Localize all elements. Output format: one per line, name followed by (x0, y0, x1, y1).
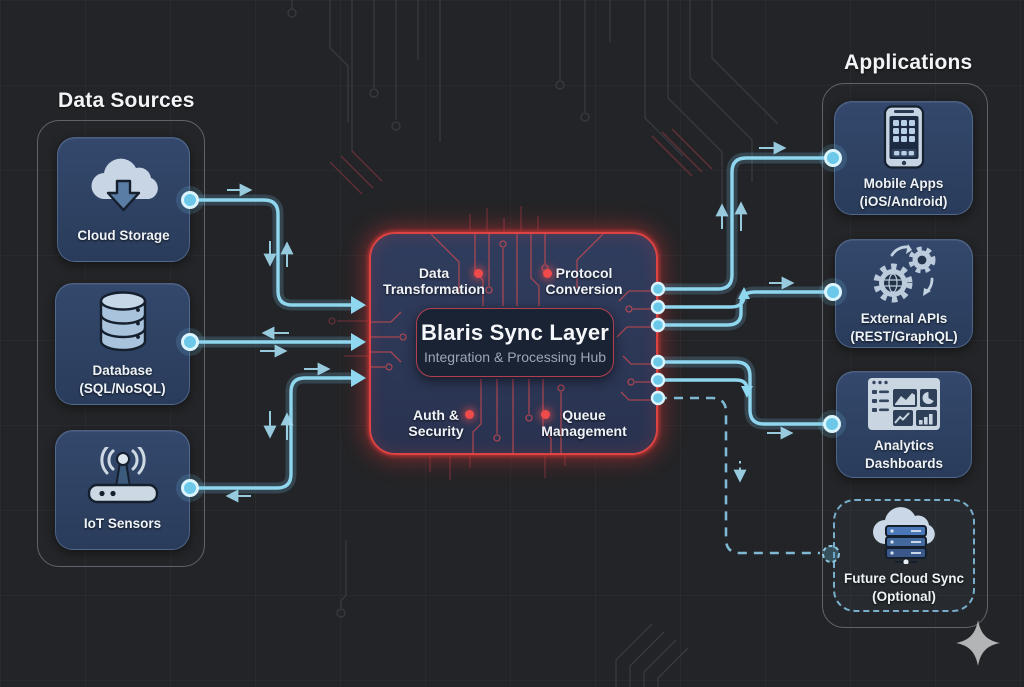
hub-title: Blaris Sync Layer (420, 320, 610, 345)
feature-queue-management: Queue Management (541, 407, 627, 439)
edge-hub-merge-up (656, 296, 746, 309)
sparkle-icon (956, 620, 1000, 666)
edge-hub-merge-down (656, 378, 749, 390)
feature-data-transformation: Data Transformation (383, 265, 485, 297)
feature-red-dot (542, 268, 552, 278)
smartphone-icon (883, 105, 925, 169)
database-icon (93, 290, 153, 356)
iot-router-icon (80, 447, 166, 509)
node-analytics-dashboards: Analytics Dashboards (836, 371, 972, 478)
analytics-dashboard-icon (867, 377, 941, 431)
node-label: Analytics (873, 437, 935, 453)
hub-title-card: Blaris Sync Layer Integration & Processi… (416, 308, 614, 377)
node-iot-sensors: IoT Sensors (55, 430, 190, 550)
node-sublabel: Dashboards (864, 455, 944, 471)
feature-red-dot (473, 268, 483, 278)
applications-container (822, 83, 988, 628)
applications-title: Applications (844, 51, 973, 74)
hub-blaris-sync-layer: Data Transformation Protocol Conversion … (369, 232, 658, 455)
edge-hub-to-apis (656, 290, 827, 327)
node-cloud-storage: Cloud Storage (57, 137, 190, 262)
node-sublabel: (SQL/NoSQL) (79, 381, 166, 396)
feature-protocol-conversion: Protocol Conversion (545, 265, 623, 297)
edge-hub-to-future-dashed (658, 396, 820, 555)
edge-hub-to-analytics (656, 360, 826, 426)
node-sublabel: (Optional) (872, 588, 936, 604)
node-label: Mobile Apps (863, 176, 944, 192)
edge-cloud-to-hub (188, 198, 353, 307)
node-label: Database (92, 363, 153, 379)
node-sublabel: (REST/GraphQL) (850, 328, 958, 344)
gears-sync-icon (865, 242, 943, 304)
hub-subtitle: Integration & Processing Hub (423, 349, 607, 365)
edge-iot-to-hub (188, 376, 353, 490)
cloud-server-icon (865, 506, 943, 564)
node-sublabel: (iOS/Android) (859, 194, 948, 209)
feature-red-dot (540, 409, 550, 419)
node-future-cloud-sync: Future Cloud Sync (Optional) (833, 499, 975, 612)
feature-red-dot (464, 409, 474, 419)
node-label: External APIs (860, 310, 948, 326)
node-label: Cloud Storage (77, 227, 170, 243)
cloud-download-icon (85, 155, 163, 221)
data-sources-title: Data Sources (58, 89, 195, 112)
edge-hub-to-mobile (656, 156, 827, 291)
node-label: IoT Sensors (83, 516, 162, 532)
node-label: Future Cloud Sync (843, 570, 964, 586)
node-database: Database (SQL/NoSQL) (55, 283, 190, 405)
node-mobile-apps: Mobile Apps (iOS/Android) (834, 101, 973, 215)
feature-auth-security: Auth & Security (408, 407, 464, 439)
node-external-apis: External APIs (REST/GraphQL) (835, 239, 973, 348)
